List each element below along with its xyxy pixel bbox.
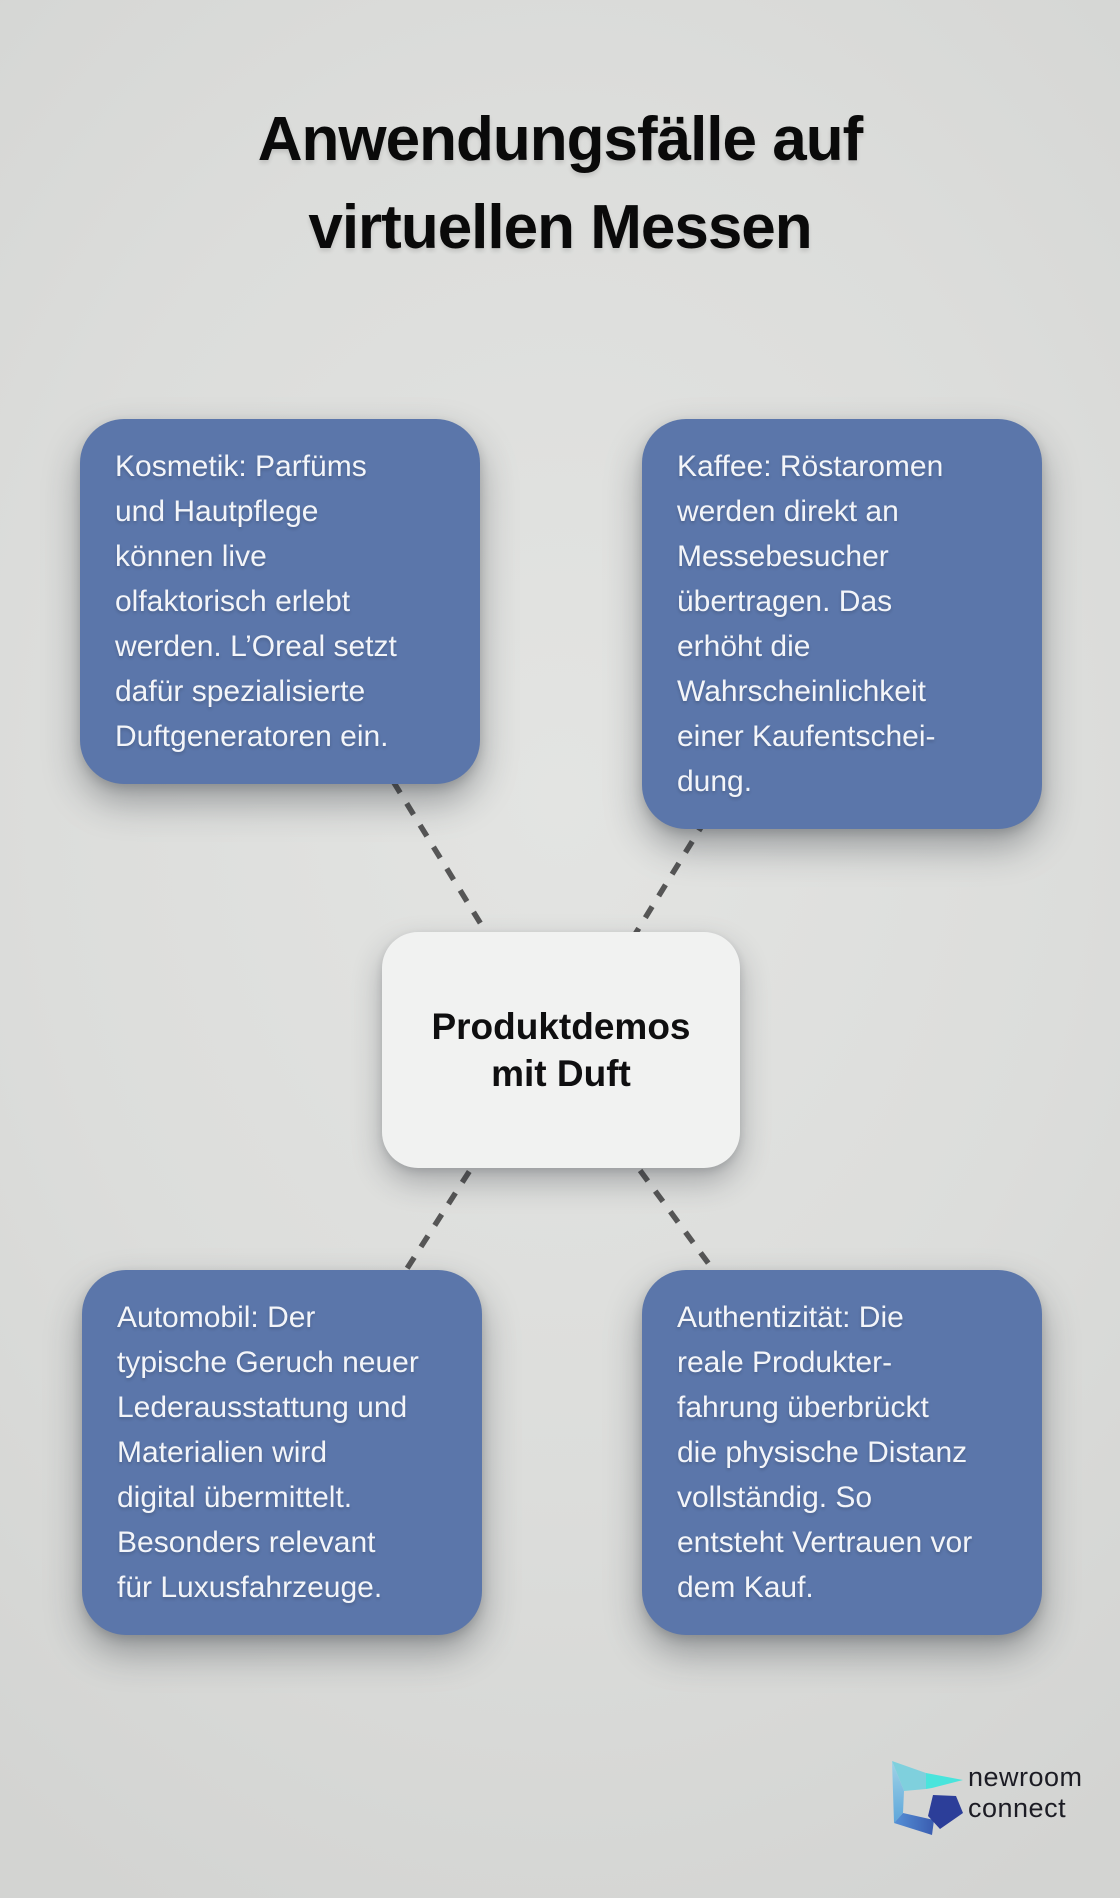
node-kaffee: Kaffee: Röstaromen werden direkt an Mess… [642,419,1042,829]
brand-logo: newroom connect [876,1750,1120,1846]
node-authentizitaet: Authentizität: Die reale Produkter- fahr… [642,1270,1042,1635]
node-kosmetik: Kosmetik: Parfüms und Hautpflege können … [80,419,480,784]
node-automobil: Automobil: Der typische Geruch neuer Led… [82,1270,482,1635]
node-kaffee-text: Kaffee: Röstaromen werden direkt an Mess… [677,450,944,798]
connector-line-bottom-right [622,1148,731,1292]
connector-line-top-left [377,758,506,962]
center-node-label: Produktdemos mit Duft [431,1006,691,1094]
page-title: Anwendungsfälle auf virtuellen Messen [257,105,863,262]
connector-line-bottom-left [389,1148,486,1294]
brand-name: newroom connect [968,1762,1083,1823]
newroom-connect-logo-icon [892,1761,963,1835]
node-kosmetik-text: Kosmetik: Parfüms und Hautpflege können … [115,450,397,753]
center-node: Produktdemos mit Duft [382,932,740,1168]
node-authentizitaet-text: Authentizität: Die reale Produkter- fahr… [677,1301,973,1604]
node-automobil-text: Automobil: Der typische Geruch neuer Led… [117,1301,419,1604]
